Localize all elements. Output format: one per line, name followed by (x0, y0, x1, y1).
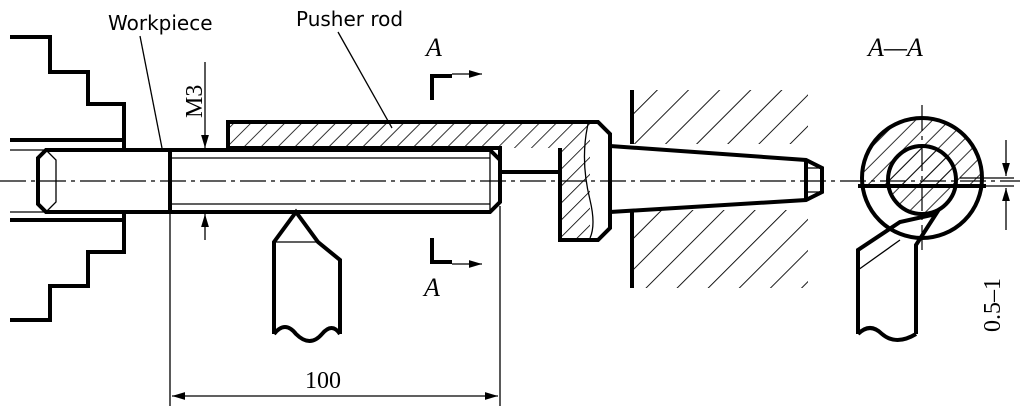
tool-bit (272, 208, 342, 343)
section-marker-top (430, 70, 482, 100)
section-view (856, 116, 986, 342)
chuck (10, 35, 126, 322)
pusher-rod (226, 120, 612, 242)
section-title: A—A (866, 33, 923, 62)
offset-dimension (960, 140, 1014, 230)
offset-label: 0.5–1 (980, 278, 1006, 332)
length-dimension (169, 206, 501, 406)
workpiece-label: Workpiece (108, 11, 213, 35)
thread-label: M3 (182, 85, 208, 118)
section-mark-top: A (424, 33, 442, 62)
section-marker-bottom (430, 238, 482, 268)
section-mark-bottom: A (422, 273, 440, 302)
tailstock (609, 90, 824, 288)
leaders (139, 31, 393, 149)
workpiece (36, 148, 502, 214)
pusher-rod-label: Pusher rod (296, 7, 403, 31)
length-label: 100 (305, 368, 341, 394)
